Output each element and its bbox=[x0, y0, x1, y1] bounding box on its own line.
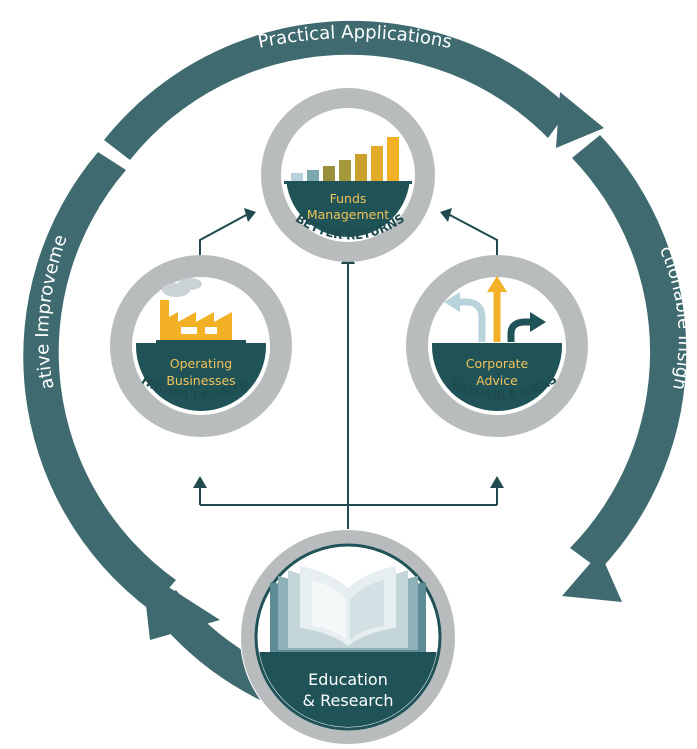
operating-label-line1: Operating bbox=[170, 356, 233, 371]
corporate-label-line2: Advice bbox=[476, 373, 518, 388]
corporate-label-line1: Corporate bbox=[466, 356, 529, 371]
node-education-research: Education & Research bbox=[240, 529, 456, 745]
funds-label-line2: Management bbox=[307, 207, 389, 222]
cycle-arrow-right bbox=[562, 135, 687, 602]
node-operating-businesses: Operating Businesses HIGHER PROFITS bbox=[110, 255, 292, 437]
node-corporate-advice: Corporate Advice VALUABLE IDEAS bbox=[406, 255, 588, 437]
education-label-line2: & Research bbox=[303, 691, 394, 710]
diverging-arrows-icon bbox=[444, 276, 546, 342]
cycle-arrow-top bbox=[104, 20, 604, 160]
operating-label-line2: Businesses bbox=[166, 373, 235, 388]
funds-label-line1: Funds bbox=[330, 191, 367, 206]
open-book-icon bbox=[270, 566, 426, 652]
node-funds-management: Funds Management BETTER RETURNS bbox=[261, 88, 435, 262]
label-iterative-improvements: Iterative Improvements bbox=[0, 0, 72, 391]
cycle-arrow-bottom-into-edu bbox=[150, 590, 270, 700]
bar-chart-icon bbox=[284, 137, 412, 184]
factory-icon bbox=[156, 278, 246, 343]
education-label-line1: Education bbox=[308, 670, 388, 689]
